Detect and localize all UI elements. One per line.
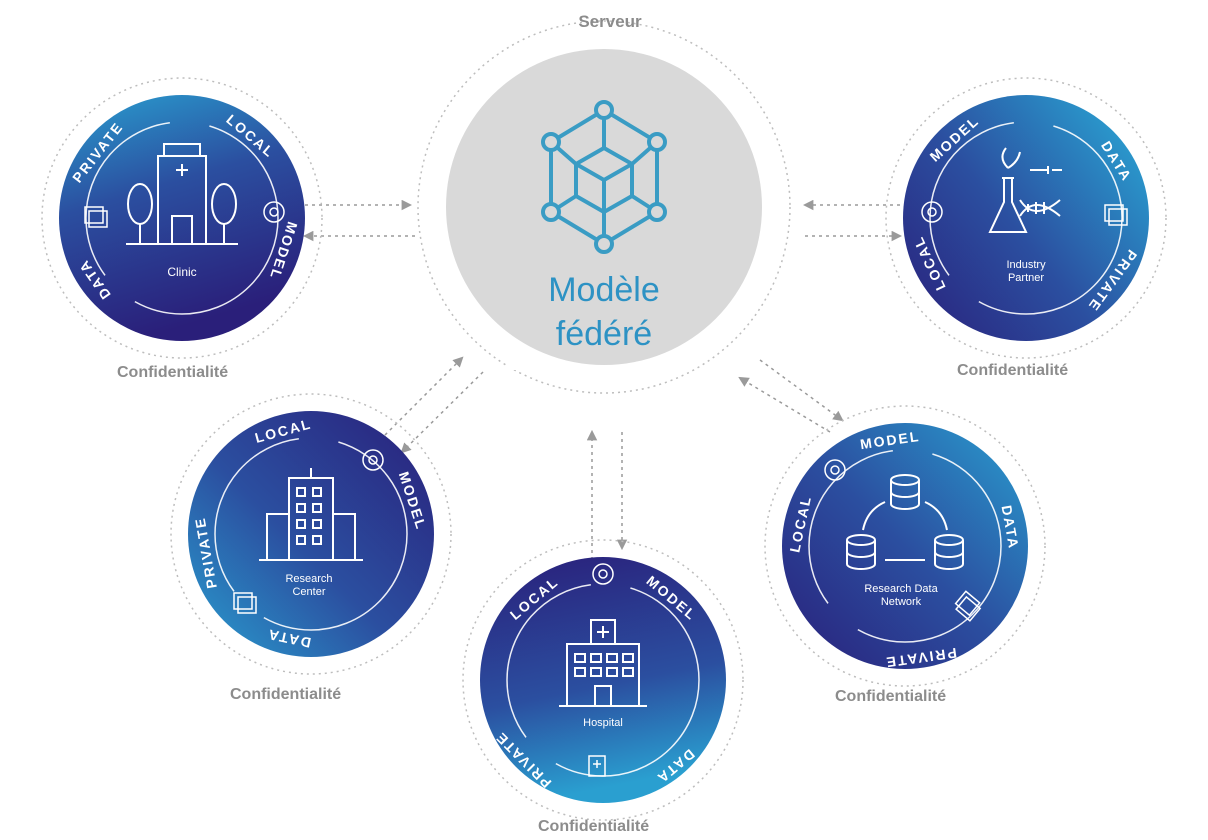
node-caption-clinic: Clinic <box>167 265 196 279</box>
node-caption-research-line1: Research <box>285 573 332 585</box>
hub-notch <box>506 350 520 370</box>
privacy-label-research-network: Confidentialité <box>835 688 947 705</box>
clinic-building-icon <box>126 143 238 245</box>
local-model-icon <box>263 201 285 223</box>
server-hub <box>417 20 791 394</box>
arrow-server-to-research <box>400 371 484 454</box>
privacy-label-industry: Confidentialité <box>957 362 1069 379</box>
arrow-research-to-server <box>379 356 464 441</box>
office-tower-icon <box>259 468 363 561</box>
federated-model-line1: Modèle <box>548 271 660 309</box>
arrow-server-to-network <box>759 359 844 422</box>
private-data-icon <box>588 755 606 777</box>
local-model-icon <box>921 201 943 223</box>
node-caption-network-line2: Network <box>881 596 922 608</box>
node-research-center: LOCAL MODEL PRIVATE DATA Research Center <box>170 393 452 675</box>
node-caption-industry-line1: Industry <box>1006 259 1046 271</box>
node-research-data-network: MODEL LOCAL DATA PRIVATE Research Data N… <box>764 405 1046 687</box>
private-data-icon <box>233 592 257 614</box>
local-model-icon <box>362 449 384 471</box>
network-cube-icon <box>541 100 667 254</box>
node-industry-partner: MODEL DATA PRIVATE LOCAL Industry Partne… <box>885 77 1167 359</box>
node-caption-network-line1: Research Data <box>864 583 938 595</box>
node-clinic: PRIVATE LOCAL MODEL DATA Clinic <box>41 77 323 359</box>
node-caption-industry-line2: Partner <box>1008 272 1044 284</box>
hospital-building-icon <box>559 619 647 707</box>
lab-flask-dna-icon <box>988 147 1062 233</box>
privacy-label-research-center: Confidentialité <box>230 686 342 703</box>
local-model-icon <box>824 459 846 481</box>
ring-word-data: DATA <box>999 504 1023 551</box>
node-caption-hospital: Hospital <box>583 717 623 729</box>
private-data-icon <box>84 206 108 228</box>
privacy-label-hospital: Confidentialité <box>538 818 650 835</box>
private-data-icon <box>1104 204 1128 226</box>
database-network-icon <box>846 474 964 570</box>
server-dotted-ring <box>417 20 791 394</box>
arrow-network-to-server <box>738 376 831 433</box>
node-hospital: LOCAL MODEL PRIVATE DATA Hospital <box>462 539 744 821</box>
node-caption-research-line2: Center <box>292 586 325 598</box>
server-title: Serveur <box>578 12 642 31</box>
local-model-icon <box>592 563 614 585</box>
federated-model-title: Modèle fédéré <box>494 268 714 356</box>
connection-arrows <box>302 199 903 560</box>
privacy-label-clinic: Confidentialité <box>117 364 229 381</box>
federated-model-line2: fédéré <box>555 315 653 353</box>
private-data-icon <box>954 590 982 622</box>
